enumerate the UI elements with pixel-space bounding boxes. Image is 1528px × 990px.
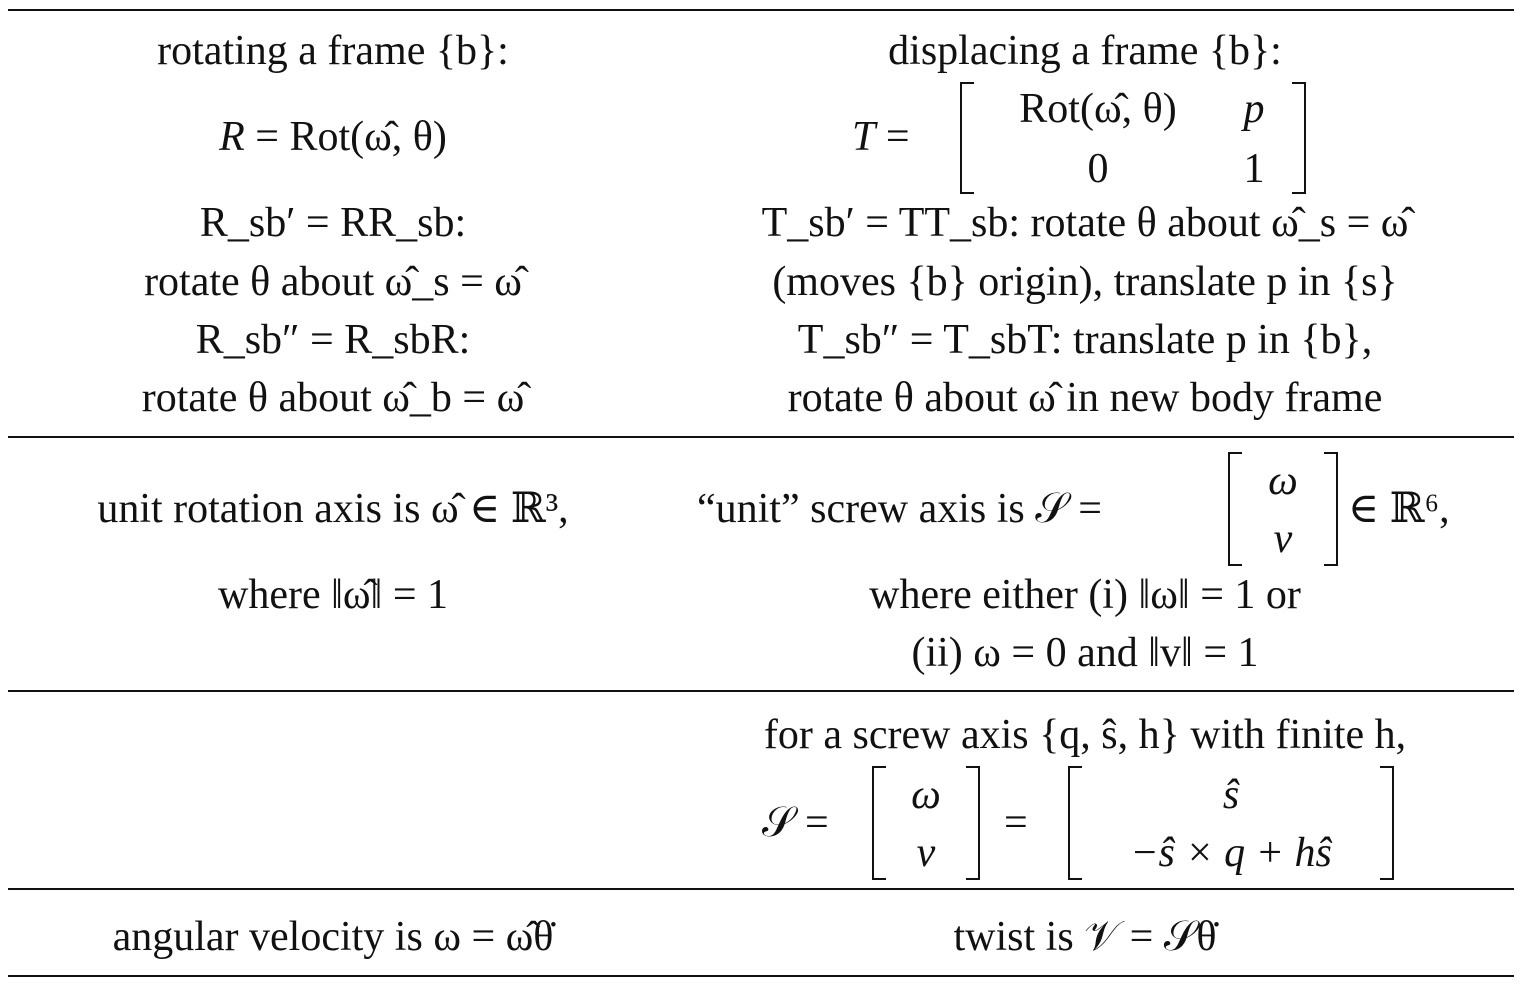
screw-s-label: 𝒮 = [762,800,829,846]
rotation-equation-rhs: Rot(ω̂, θ) [289,114,447,160]
screw-vector-2-s-hat: ŝ [1222,772,1240,818]
screw-axis-suffix: ∈ ℝ⁶, [1348,486,1450,532]
screw-vector-1-omega: ω [911,772,941,818]
matrix-t-left-bracket [960,82,974,194]
top-rule [8,9,1514,11]
matrix-t-a21: 0 [1087,146,1109,192]
screw-vector-v: v [1273,516,1293,562]
bottom-rule [8,975,1514,977]
screw-equals-sign: = [1004,800,1028,846]
matrix-t-right-bracket [1292,82,1306,194]
screw-axis-prefix: “unit” screw axis is 𝒮 = [697,486,1102,532]
rule-3 [8,888,1514,890]
unit-rotation-axis-line: unit rotation axis is ω̂ ∈ ℝ³, [97,486,569,532]
screw-vector-2-left-bracket [1068,766,1082,880]
screw-vector-2-expression: −ŝ × q + hŝ [1130,830,1332,876]
matrix-t-a22: 1 [1243,146,1265,192]
screw-axis-condition-1: where either (i) ‖ω‖ = 1 or [869,572,1301,618]
screw-vector-2: ŝ −ŝ × q + hŝ [1068,766,1394,880]
finite-pitch-screw-line: for a screw axis {q, ŝ, h} with finite h… [763,712,1407,758]
rotation-heading: rotating a frame {b}: [157,28,509,74]
unit-rotation-norm-line: where ‖ω̂‖ = 1 [217,572,449,618]
rule-1 [8,436,1514,438]
tsb-prime-equation: T_sb′ = TT_sb: rotate θ about ω̂_s = ω̂ [761,200,1409,246]
screw-vector-1-left-bracket [872,766,886,880]
screw-vector-1: ω v [872,766,980,880]
twist-line: twist is 𝒱 = 𝒮θ̇ [953,914,1217,960]
tsb-double-prime-equation: T_sb″ = T_sbT: translate p in {b}, [797,317,1373,363]
screw-vector-right-bracket [1324,452,1338,566]
screw-vector-1-right-bracket [966,766,980,880]
screw-vector-2-right-bracket [1380,766,1394,880]
screw-vector-1-v: v [916,830,936,876]
matrix-t: Rot(ω̂, θ) p 0 1 [960,82,1306,194]
displacement-heading: displacing a frame {b}: [888,28,1282,74]
matrix-t-a11: Rot(ω̂, θ) [1019,86,1177,132]
tsb-prime-description: (moves {b} origin), translate p in {s} [772,259,1398,305]
matrix-t-label: T = [852,114,910,160]
screw-axis-condition-2: (ii) ω = 0 and ‖v‖ = 1 [911,630,1259,676]
screw-vector-omega: ω [1268,458,1298,504]
rsb-double-prime-description: rotate θ about ω̂_b = ω̂ [141,375,525,421]
matrix-t-a12: p [1243,86,1265,132]
rsb-prime-equation: R_sb′ = RR_sb: [199,200,467,246]
tsb-double-prime-description: rotate θ about ω̂ in new body frame [787,375,1383,421]
screw-axis-vector: ω v [1228,452,1338,566]
angular-velocity-line: angular velocity is ω = ω̂θ̇ [112,914,554,960]
rsb-double-prime-equation: R_sb″ = R_sbR: [195,317,471,363]
rule-2 [8,690,1514,692]
rsb-prime-description: rotate θ about ω̂_s = ω̂ [144,259,522,305]
rotation-equation: R = Rot(ω̂, θ) [219,114,447,160]
screw-vector-left-bracket [1228,452,1242,566]
